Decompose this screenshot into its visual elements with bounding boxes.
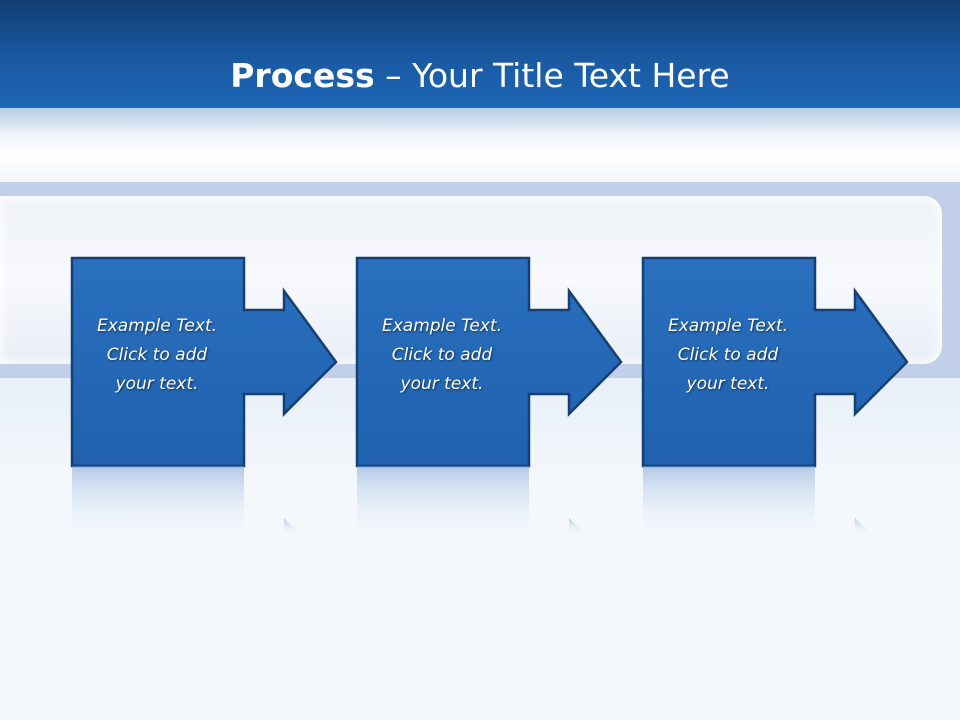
title-rest: – Your Title Text Here <box>374 56 730 95</box>
step-text[interactable]: Example Text. Click to add your text. <box>96 316 218 394</box>
step-3-reflection <box>641 466 921 542</box>
title-bold: Process <box>230 56 375 95</box>
process-step-2[interactable]: Example Text. Click to add your text. <box>355 256 635 468</box>
process-step-3[interactable]: Example Text. Click to add your text. <box>641 256 921 468</box>
step-text[interactable]: Example Text. Click to add your text. <box>667 316 789 394</box>
step-text[interactable]: Example Text. Click to add your text. <box>381 316 503 394</box>
step-2-reflection <box>355 466 635 542</box>
header-bar <box>0 0 960 112</box>
slide-title[interactable]: Process – Your Title Text Here <box>0 54 960 98</box>
step-1-reflection <box>70 466 350 542</box>
process-step-1[interactable]: Example Text. Click to add your text. <box>70 256 350 468</box>
header-fade <box>0 108 960 188</box>
